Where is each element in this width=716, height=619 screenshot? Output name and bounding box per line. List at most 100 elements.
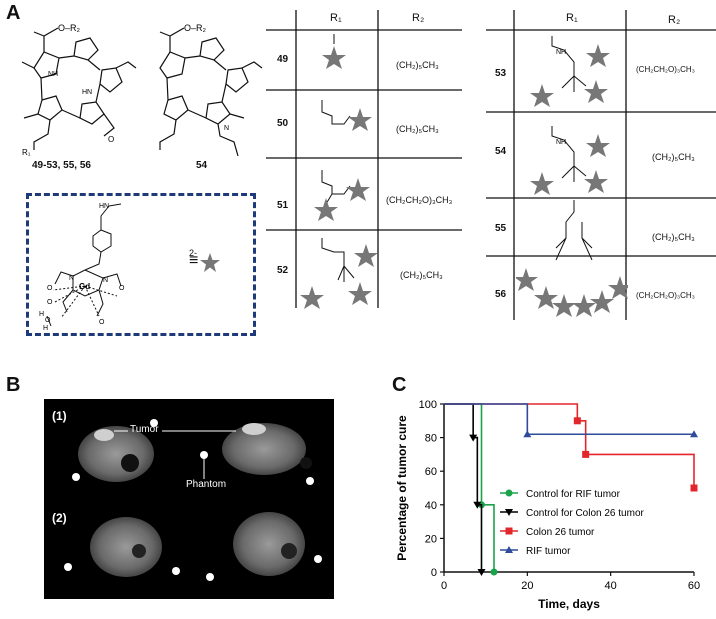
chlorin-structure-1: O–R₂ NH HN R₁ O [21,23,137,157]
ester-label-2: O–R₂ [184,23,207,33]
y-tick-label: 20 [425,533,437,545]
data-point [523,430,532,438]
table-left-row-id: 52 [277,265,289,276]
table-right-row-id: 55 [495,223,507,234]
star-icon [516,268,538,291]
x-tick-label: 0 [441,580,447,592]
data-point [690,430,698,438]
star-icon [572,294,596,317]
row-label-1: (1) [52,409,67,423]
y-axis-label: Percentage of tumor cure [395,415,409,561]
data-point [582,450,590,458]
legend-marker [505,546,513,553]
series-line-0 [444,403,495,572]
table-right-r1-drawings: NH NH [516,36,628,317]
star-icon [300,286,324,309]
table-right-r2-value: (CH₂)₅CH₃ [652,232,695,242]
table-right-row-id: 56 [495,289,507,300]
gd-o4-label: O [99,319,105,326]
gd-nh-label: HN [99,203,109,210]
gd-complex-box: HN N N Gd O O O O H O H 2- ≡ [26,193,256,336]
x-tick-label: 20 [521,580,533,592]
data-point [469,434,478,442]
gd-water-o-label: O [45,317,51,324]
table-right-row-id: 54 [495,146,507,157]
gd-h2-label: H [43,325,48,332]
row-label-2: (2) [52,511,67,525]
gd-equiv-symbol: ≡ [189,252,199,269]
table-right-r2-value: (CH₂)₅CH₃ [652,152,695,162]
gd-o1-label: O [47,285,53,292]
table-left-r2-value: (CH₂)₅CH₃ [396,60,439,70]
series-line-2 [444,403,695,488]
y-tick-label: 0 [431,567,437,579]
x-tick-label: 60 [688,580,700,592]
table-right-grid [486,10,716,320]
star-icon [530,172,554,195]
phantom-marker [64,563,72,571]
structure-label-2: 54 [196,160,208,171]
phantom-marker [306,477,314,485]
legend-marker [505,509,513,516]
table-right-r2-value: (CH₂CH₂O)₃CH₃ [636,65,695,74]
table-right-header-r2: R₂ [668,14,681,26]
phantom-marker [206,573,214,581]
star-icon [354,244,378,267]
structure-label-1: 49-53, 55, 56 [32,160,91,171]
table-left-r2-value: (CH₂CH₂O)₃CH₃ [386,195,453,205]
chlorin-structure-2: O–R₂ N [159,23,263,157]
panel-a-letter: A [6,2,21,24]
gd-n2-label: N [103,277,108,284]
gd-dota-structure: HN N N Gd O O O O H O H [39,203,125,332]
table-left-r2-value: (CH₂)₅CH₃ [396,124,439,134]
legend-label: RIF tumor [526,546,571,557]
y-tick-label: 100 [419,399,437,411]
gd-atom-label: Gd [79,282,90,291]
table-left-r1-drawings [300,34,378,309]
table-right-header-r1: R₁ [566,12,578,24]
panel-c-letter: C [392,374,407,396]
star-icon [586,134,610,157]
nh-label: NH [48,71,58,78]
data-point [477,569,486,576]
hn-label: HN [82,89,92,96]
gd-n1-label: N [69,275,74,282]
phantom-marker [200,451,208,459]
star-icon [590,290,614,313]
data-point [573,417,581,425]
series-line-1 [444,403,483,572]
phantom-annotation: Phantom [186,479,227,490]
data-point [690,484,698,492]
data-point [490,568,498,576]
phantom-marker [172,567,180,575]
gd-o2-label: O [119,285,125,292]
gd-o3-label: O [47,299,53,306]
gd-charge: 2- [189,248,198,258]
star-icon [322,46,346,69]
star-icon [584,80,608,103]
n-label: N [224,125,229,132]
star-icon [584,170,608,193]
star-icon [314,198,338,221]
legend-label: Colon 26 tumor [526,527,595,538]
y-tick-label: 60 [425,466,437,478]
table-right-r2-value: (CH₂CH₂O)₃CH₃ [636,291,695,300]
panel-b-letter: B [6,374,21,396]
legend-marker [505,489,513,497]
table-left-header-r2: R₂ [412,12,425,24]
star-icon [530,84,554,107]
table-left-grid [266,10,462,308]
gd-h1-label: H [39,311,44,318]
table-left-row-id: 49 [277,54,289,65]
mri-scans [64,419,322,581]
star-icon [346,178,370,201]
table-left-row-id: 51 [277,200,289,211]
star-icon [608,276,628,299]
star-icon [348,108,372,131]
mri-slice-2-left [90,517,162,577]
table-right-row-id: 53 [495,68,507,79]
x-tick-label: 40 [605,580,617,592]
tumor-annotation: Tumor [130,424,159,435]
y-tick-label: 40 [425,500,437,512]
